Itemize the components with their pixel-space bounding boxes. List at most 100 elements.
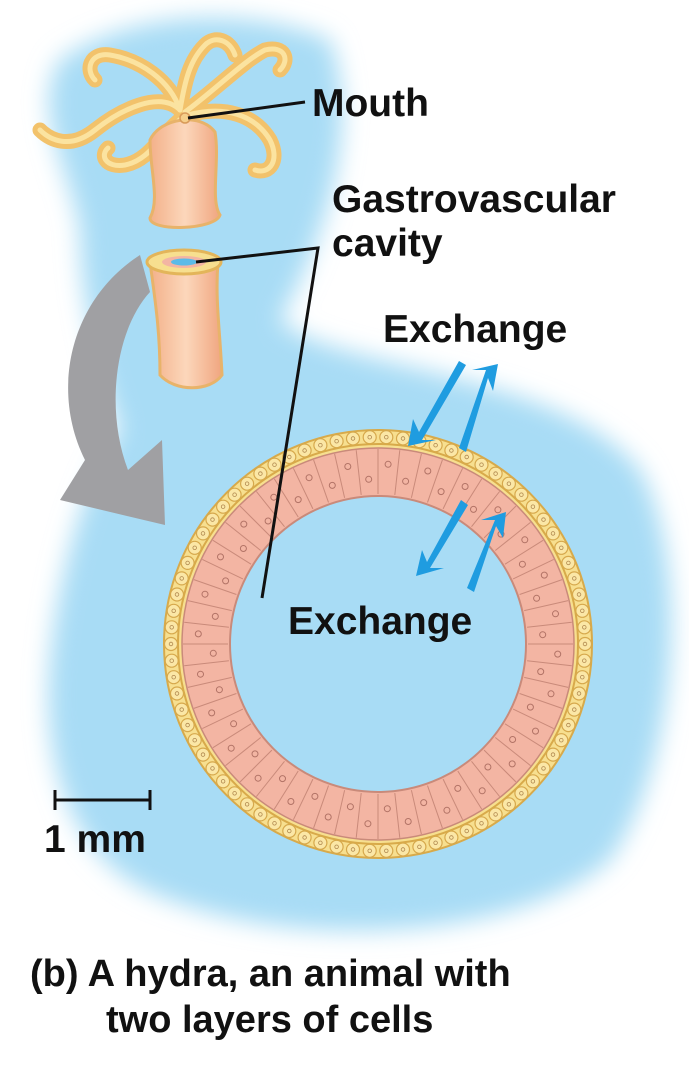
ectoderm-cell bbox=[577, 620, 592, 635]
ectoderm-cell bbox=[205, 512, 220, 527]
ectoderm-cell-nucleus bbox=[350, 436, 356, 441]
ectoderm-cell bbox=[444, 443, 459, 458]
endoderm-cell-wall bbox=[394, 793, 401, 838]
ectoderm-cell-nucleus bbox=[519, 791, 524, 796]
ectoderm-cell-nucleus bbox=[185, 722, 190, 728]
endoderm-cell-nucleus bbox=[478, 787, 486, 795]
scale-bar bbox=[53, 790, 152, 810]
ectoderm-cell bbox=[345, 431, 361, 446]
endoderm-cell-nucleus bbox=[384, 460, 392, 468]
endoderm-cell-nucleus bbox=[533, 594, 541, 602]
ectoderm-cell bbox=[216, 499, 231, 514]
ectoderm-cell bbox=[444, 830, 459, 845]
endoderm-cell-nucleus bbox=[217, 553, 224, 561]
endoderm-cell-nucleus bbox=[424, 467, 432, 475]
ectoderm-cell-nucleus bbox=[367, 435, 372, 440]
ectoderm-cell-nucleus bbox=[179, 576, 184, 581]
ectoderm-cell bbox=[575, 670, 590, 685]
ectoderm-cell bbox=[227, 786, 242, 801]
endoderm-cell-wall bbox=[187, 676, 232, 688]
endoderm-cell-nucleus bbox=[540, 571, 548, 579]
endoderm-cell-wall bbox=[519, 693, 563, 709]
ectoderm-cell bbox=[545, 747, 561, 762]
ectoderm-cell-nucleus bbox=[192, 545, 197, 550]
ectoderm-cell-nucleus bbox=[582, 625, 587, 630]
ectoderm-cell bbox=[575, 603, 590, 618]
ectoderm-cell-nucleus bbox=[302, 448, 307, 453]
ectoderm-cell bbox=[313, 438, 328, 453]
ectoderm-cell-nucleus bbox=[171, 608, 176, 613]
endoderm-cell-nucleus bbox=[437, 488, 445, 496]
endoderm-cell-wall bbox=[313, 459, 329, 503]
endoderm-cell-wall bbox=[442, 468, 464, 510]
hydra-body bbox=[32, 32, 293, 229]
ectoderm-cell bbox=[187, 540, 202, 555]
ectoderm-cell bbox=[474, 816, 489, 831]
endoderm-cell-wall bbox=[256, 760, 285, 797]
endoderm-cell-nucleus bbox=[494, 506, 502, 514]
endoderm-cell-nucleus bbox=[443, 806, 451, 814]
endoderm-cell-wall bbox=[313, 785, 329, 829]
endoderm-cell-wall bbox=[527, 621, 572, 628]
endoderm-cell-nucleus bbox=[484, 763, 492, 771]
endoderm-cell-wall bbox=[355, 450, 362, 495]
ectoderm-cell-nucleus bbox=[384, 435, 389, 440]
caption-line2: two layers of cells bbox=[106, 998, 434, 1041]
ectoderm-cell bbox=[459, 823, 474, 839]
ectoderm-cell bbox=[169, 686, 185, 701]
ectoderm-cell bbox=[297, 830, 312, 845]
ectoderm-cell bbox=[329, 434, 344, 449]
gastrovascular-cavity-label: Gastrovascular cavity bbox=[332, 178, 616, 265]
endoderm-cell-wall bbox=[202, 558, 244, 580]
endoderm-cell-nucleus bbox=[508, 760, 516, 768]
endoderm-cell-nucleus bbox=[324, 813, 332, 821]
ectoderm-cell bbox=[554, 733, 569, 748]
endoderm-cell-nucleus bbox=[404, 818, 412, 825]
endoderm-cell-nucleus bbox=[518, 560, 526, 568]
ectoderm-cell-nucleus bbox=[582, 641, 588, 647]
ectoderm-cell bbox=[174, 702, 189, 717]
ectoderm-cell-nucleus bbox=[572, 707, 577, 712]
endoderm-cell-wall bbox=[483, 749, 517, 783]
ectoderm-cell-nucleus bbox=[169, 658, 174, 663]
ectoderm-cell bbox=[164, 653, 179, 668]
ectoderm-cell-nucleus bbox=[174, 592, 180, 597]
ectoderm-cell-nucleus bbox=[566, 722, 571, 728]
endoderm-cell-nucleus bbox=[194, 630, 202, 638]
ectoderm-cell bbox=[240, 797, 255, 812]
endoderm-cell-nucleus bbox=[222, 577, 230, 585]
ectoderm-cell bbox=[227, 487, 242, 502]
ectoderm-cell bbox=[577, 653, 592, 668]
ectoderm-cell-nucleus bbox=[506, 802, 512, 807]
endoderm-cell-wall bbox=[442, 778, 464, 820]
ectoderm-cell bbox=[525, 774, 541, 789]
ectoderm-cell-nucleus bbox=[318, 443, 323, 448]
endoderm-cell-nucleus bbox=[279, 775, 286, 783]
endoderm-cell-wall bbox=[471, 491, 500, 528]
leader-lines bbox=[187, 100, 320, 599]
ectoderm-cell-nucleus bbox=[559, 738, 564, 743]
ectoderm-cell-nucleus bbox=[550, 752, 556, 757]
ectoderm-cell-nucleus bbox=[493, 471, 498, 476]
ectoderm-cell bbox=[169, 587, 185, 602]
endoderm-cell-nucleus bbox=[402, 477, 410, 485]
endoderm-cell-nucleus bbox=[215, 686, 223, 694]
ectoderm-cell bbox=[297, 443, 312, 458]
ectoderm-cell bbox=[379, 843, 394, 858]
endoderm-cell-nucleus bbox=[365, 475, 373, 483]
ectoderm-cell-nucleus bbox=[479, 821, 484, 826]
ectoderm-cell-nucleus bbox=[384, 848, 389, 853]
ectoderm-cell bbox=[412, 839, 427, 854]
endoderm-cell-nucleus bbox=[197, 670, 204, 678]
endoderm-cell-nucleus bbox=[311, 792, 319, 800]
ectoderm-cell-nucleus bbox=[168, 641, 174, 647]
exchange-arrows-outer bbox=[408, 361, 498, 452]
endoderm-cell-wall bbox=[225, 522, 262, 551]
endoderm-cell-nucleus bbox=[521, 536, 529, 544]
ectoderm-cell bbox=[379, 430, 394, 445]
endoderm-cell-nucleus bbox=[420, 799, 428, 807]
ectoderm-cell-nucleus bbox=[576, 691, 582, 696]
ectoderm-cell-nucleus bbox=[541, 766, 546, 771]
ectoderm-cell-nucleus bbox=[566, 560, 571, 566]
ectoderm-cell bbox=[253, 466, 268, 481]
